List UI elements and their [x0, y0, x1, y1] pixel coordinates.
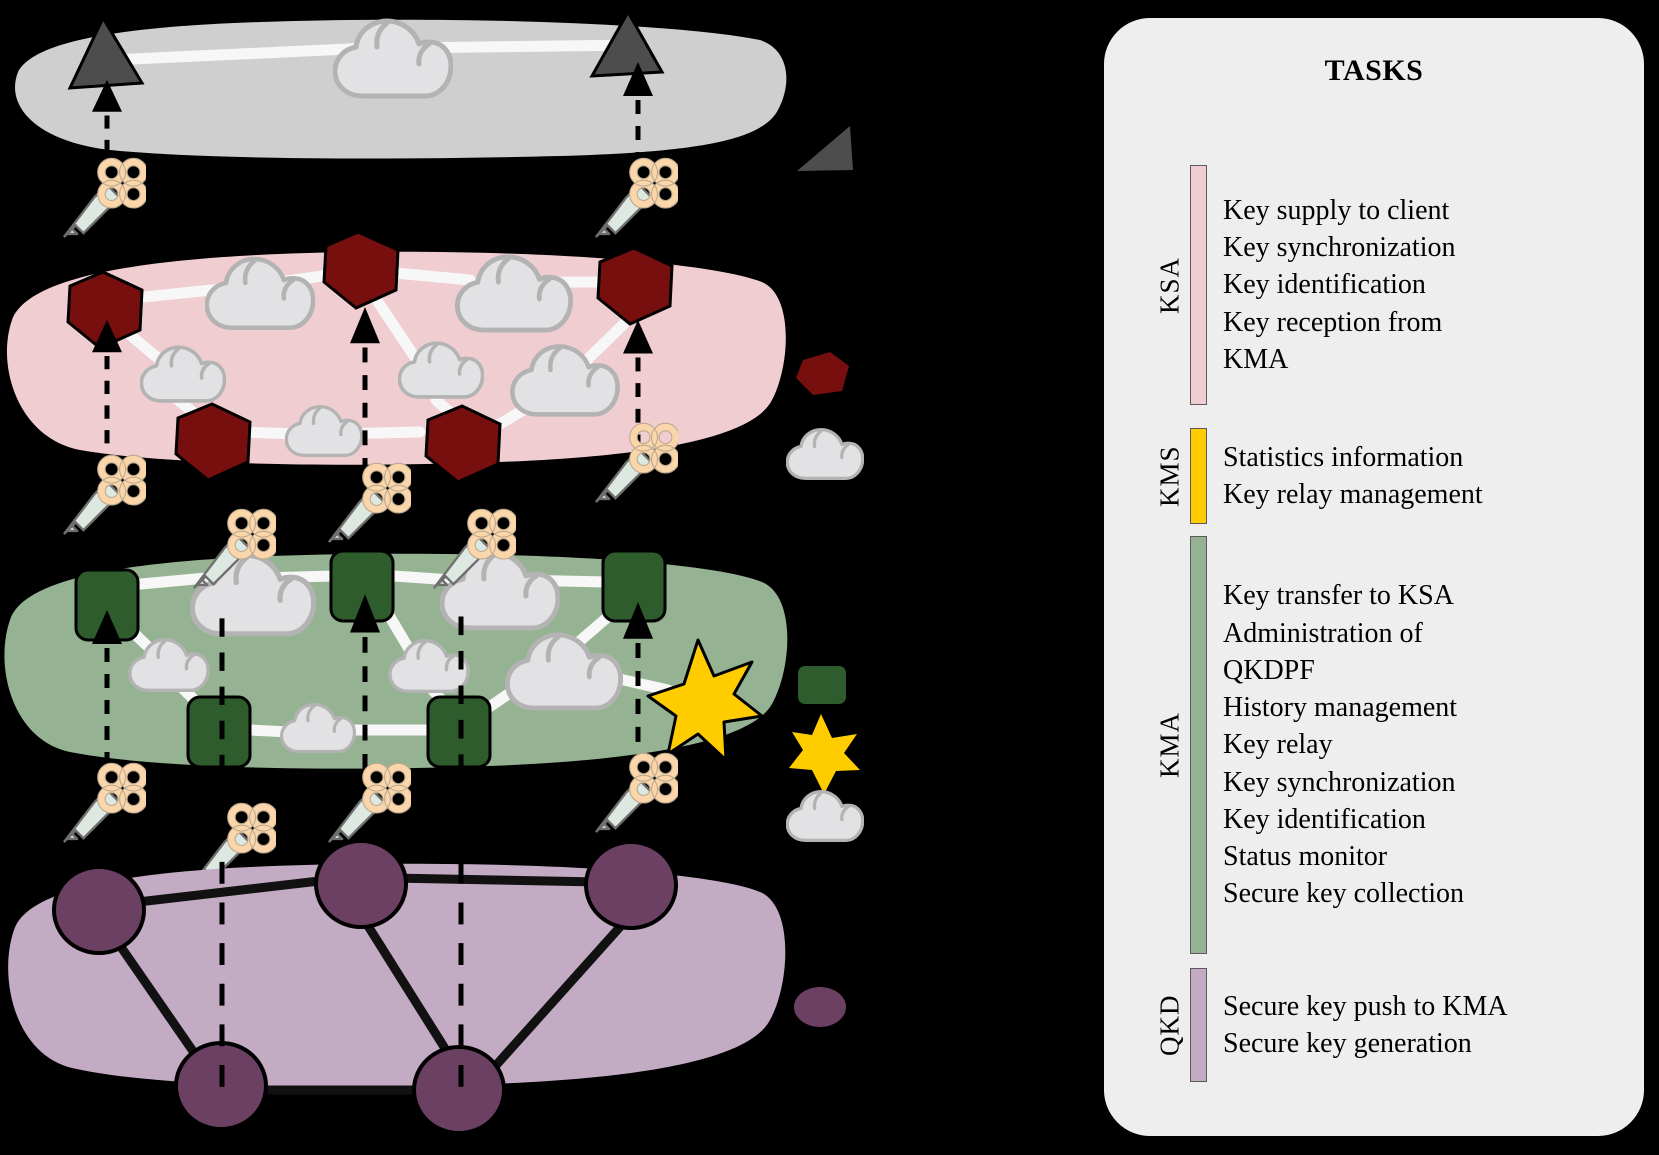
- page-title: TASKS: [1324, 54, 1424, 87]
- task-group-label-ksa: KSA: [1154, 256, 1185, 314]
- task-item: Statistics information: [1223, 441, 1464, 473]
- tasks-panel: TASKS KSA Key supply to client Key synch…: [1104, 18, 1644, 1136]
- task-group-color-bar-qkd: [1190, 968, 1207, 1082]
- qkd-layer: [8, 839, 786, 1135]
- task-group-color-bar-kms: [1190, 428, 1207, 524]
- qkd-node-legend-icon: [794, 987, 846, 1027]
- diagram-svg: [4, 8, 864, 1135]
- task-group-kma: KMA Key transfer to KSA Administration o…: [1152, 536, 1464, 954]
- task-group-ksa: KSA Key supply to client Key synchroniza…: [1152, 165, 1456, 405]
- task-group-label-qkd: QKD: [1154, 994, 1185, 1056]
- task-item: History management: [1223, 692, 1458, 724]
- key-icon: [329, 463, 412, 542]
- task-item: Secure key generation: [1223, 1028, 1472, 1059]
- kma-node[interactable]: [601, 549, 667, 623]
- kma-layer: [4, 549, 788, 769]
- task-group-color-bar-kma: [1190, 536, 1207, 954]
- kms-star-node[interactable]: [646, 638, 764, 762]
- kma-node-legend-icon: [798, 666, 846, 704]
- ksa-node[interactable]: [174, 402, 252, 482]
- task-item: Key supply to client: [1223, 194, 1450, 226]
- task-group-items-qkd: Secure key push to KMA Secure key genera…: [1223, 968, 1508, 1082]
- task-item: Key relay: [1223, 729, 1333, 761]
- task-item: Key reception from KMA: [1223, 306, 1443, 375]
- ksa-layer: [6, 230, 786, 484]
- key-icon: [329, 763, 412, 842]
- ksa-node-legend-icon: [796, 352, 849, 395]
- kms-node-legend-icon: [789, 714, 860, 794]
- cloud-legend-icon: [786, 427, 864, 480]
- client-layer: [15, 8, 787, 159]
- task-item: Key synchronization: [1223, 766, 1456, 798]
- key-icon: [596, 753, 679, 832]
- qkd-node[interactable]: [52, 865, 146, 955]
- task-group-kms: KMS Statistics information Key relay man…: [1152, 428, 1483, 524]
- key-icon: [64, 763, 147, 842]
- qkd-node[interactable]: [314, 839, 408, 929]
- architecture-diagram: [4, 8, 864, 1135]
- task-group-label-kma: KMA: [1154, 712, 1185, 779]
- ksa-node[interactable]: [424, 404, 502, 484]
- task-item: Key synchronization: [1223, 232, 1456, 264]
- client-node-legend-icon: [797, 126, 853, 171]
- qkd-node[interactable]: [412, 1045, 506, 1135]
- task-group-color-bar-ksa: [1190, 165, 1207, 405]
- qkd-links: [107, 873, 633, 1095]
- task-group-label-kms: KMS: [1154, 445, 1185, 507]
- ksa-node[interactable]: [596, 246, 674, 326]
- key-icon: [64, 455, 147, 534]
- qkd-node[interactable]: [584, 840, 678, 930]
- legend-icon-column: [786, 126, 864, 1027]
- task-item: Key identification: [1223, 269, 1426, 301]
- task-group-items-ksa: Key supply to client Key synchronization…: [1223, 165, 1456, 405]
- task-item: Key relay management: [1223, 479, 1483, 510]
- task-group-items-kms: Statistics information Key relay managem…: [1223, 428, 1483, 524]
- task-item: Key transfer to KSA: [1223, 580, 1454, 612]
- task-group-items-kma: Key transfer to KSA Administration of QK…: [1223, 536, 1464, 954]
- task-item: Secure key collection: [1223, 878, 1465, 910]
- task-item: Key identification: [1223, 803, 1426, 835]
- task-item: Status monitor: [1223, 841, 1388, 873]
- task-item: Secure key push to KMA: [1223, 990, 1508, 1022]
- client-node[interactable]: [589, 8, 665, 78]
- kma-node[interactable]: [186, 695, 252, 769]
- task-group-qkd: QKD Secure key push to KMA Secure key ge…: [1152, 968, 1508, 1082]
- task-item: Administration of QKDPF: [1223, 617, 1423, 686]
- ksa-node[interactable]: [322, 230, 400, 310]
- key-icon: [596, 158, 679, 237]
- cloud-legend-icon: [786, 789, 864, 842]
